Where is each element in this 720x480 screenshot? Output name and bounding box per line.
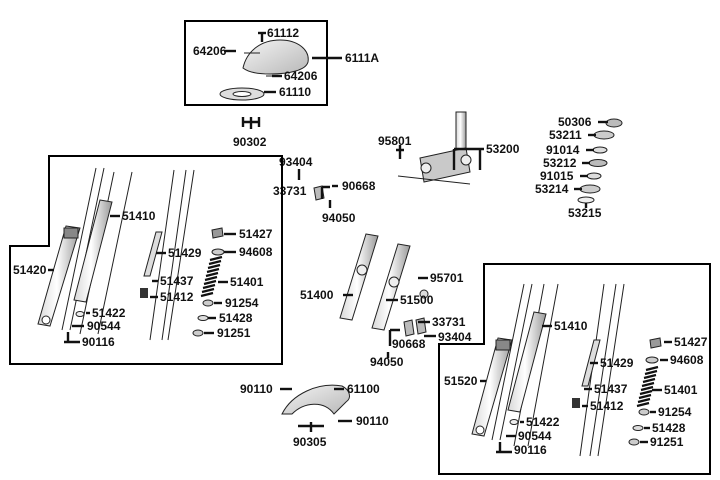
label-61100: 61100: [347, 382, 380, 396]
label-90668-upper: 90668: [342, 179, 376, 193]
label-51412-right: 51412: [590, 399, 624, 413]
right-fork-frame: [438, 263, 711, 475]
label-91014: 91014: [546, 143, 580, 157]
label-51410-right: 51410: [554, 319, 588, 333]
label-51427-left: 51427: [239, 227, 273, 241]
label-90110-a: 90110: [240, 382, 273, 396]
bolt-90302-group: 90302: [233, 117, 267, 149]
left-spring: [200, 255, 223, 298]
left-fork-group: 51410 51420 51429 51427 94608 51437 5140…: [9, 155, 283, 365]
left-inner-tube: [73, 199, 113, 303]
left-outer-leg: [37, 225, 81, 327]
front-fender: [281, 384, 350, 415]
label-93404-upper: 93404: [279, 155, 313, 169]
label-91254-left: 91254: [225, 296, 259, 310]
front-fender-group: 90110 61100 90110 90305: [240, 382, 389, 449]
label-64206-b: 64206: [284, 69, 318, 83]
label-90116-left: 90116: [82, 335, 115, 349]
label-33731-lower: 33731: [432, 315, 466, 329]
label-51437-left: 51437: [160, 274, 194, 288]
cover-base-ring-inner: [232, 91, 252, 97]
label-6111A: 6111A: [345, 51, 379, 65]
label-51401-right: 51401: [664, 383, 698, 397]
lower-clamp-group: 33731 90668 93404 94050: [370, 315, 472, 369]
label-61112: 61112: [267, 26, 299, 40]
label-51500: 51500: [400, 293, 434, 307]
center-fork-left: [339, 233, 379, 321]
label-51410-left: 51410: [122, 209, 156, 223]
label-53214: 53214: [535, 182, 569, 196]
label-51429-right: 51429: [600, 356, 634, 370]
label-53211: 53211: [549, 128, 582, 142]
top-cover-group: 64206 61112 6111A 64206 61110: [184, 20, 379, 106]
label-94608-right: 94608: [670, 353, 704, 367]
label-51412-left: 51412: [160, 290, 194, 304]
right-outer-leg: [471, 337, 513, 437]
label-51437-right: 51437: [594, 382, 628, 396]
label-53200: 53200: [486, 142, 520, 156]
label-90110-b: 90110: [356, 414, 389, 428]
label-51428-left: 51428: [219, 311, 253, 325]
label-50306: 50306: [558, 115, 592, 129]
center-fork-right: [371, 243, 411, 331]
upper-clamp-group: 93404 33731 90668 94050: [273, 155, 376, 225]
right-inner-tube: [507, 311, 547, 413]
label-94050-lower: 94050: [370, 355, 404, 369]
label-51400: 51400: [300, 288, 334, 302]
label-90668-lower: 90668: [392, 337, 426, 351]
label-93404-lower: 93404: [438, 330, 472, 344]
label-91251-right: 91251: [650, 435, 684, 449]
right-fork-group: 51410 51427 94608 51429 51520 51437 5140…: [438, 263, 711, 475]
label-90302: 90302: [233, 135, 267, 149]
label-33731-upper: 33731: [273, 184, 307, 198]
label-95801: 95801: [378, 134, 412, 148]
label-91254-right: 91254: [658, 405, 692, 419]
label-51429-left: 51429: [168, 246, 202, 260]
label-95701: 95701: [430, 271, 464, 285]
center-forks-group: 51400 51500 95701: [300, 233, 464, 331]
label-90544-left: 90544: [87, 319, 121, 333]
right-spring: [636, 365, 659, 408]
label-91015: 91015: [540, 169, 574, 183]
label-91251-left: 91251: [217, 326, 251, 340]
label-51401-left: 51401: [230, 275, 264, 289]
headlight-cover: [242, 39, 309, 75]
label-94608-left: 94608: [239, 245, 273, 259]
steering-crown: [419, 147, 471, 183]
label-94050-upper: 94050: [322, 211, 356, 225]
steering-stem-group: 95801 53200: [378, 111, 520, 185]
top-cover-frame: [184, 20, 328, 106]
label-51420-left: 51420: [13, 263, 47, 277]
label-90116-right: 90116: [514, 443, 547, 457]
label-90305: 90305: [293, 435, 327, 449]
label-51427-right: 51427: [674, 335, 708, 349]
label-90544-right: 90544: [518, 429, 552, 443]
label-51428-right: 51428: [652, 421, 686, 435]
label-51520: 51520: [444, 374, 478, 388]
label-53215: 53215: [568, 206, 602, 220]
bearing-stack-group: 50306 53211 91014 53212 91015 53214 5321…: [535, 115, 623, 220]
label-61110: 61110: [279, 85, 311, 99]
label-51422-left: 51422: [92, 306, 126, 320]
label-53212: 53212: [543, 156, 577, 170]
label-64206-a: 64206: [193, 44, 227, 58]
left-fork-frame: [9, 155, 283, 365]
label-51422-right: 51422: [526, 415, 560, 429]
